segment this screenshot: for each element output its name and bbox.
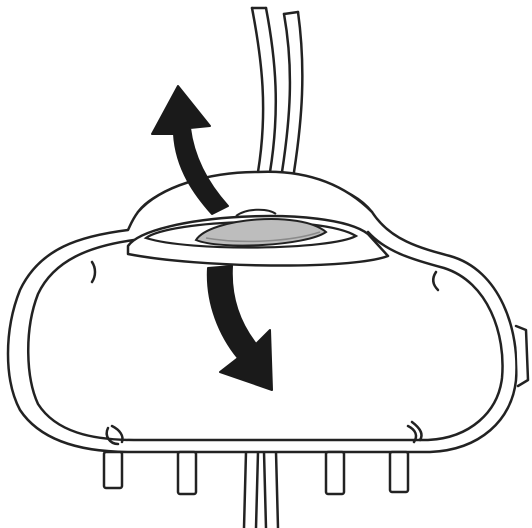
pouch-outer [6, 170, 518, 454]
pouch-inner [27, 230, 504, 442]
arrow-down-icon [206, 265, 273, 391]
right-tab [514, 324, 530, 388]
top-cords [250, 6, 304, 174]
bottom-loops [102, 450, 410, 528]
opening-window [126, 208, 390, 267]
arrow-up-icon [151, 85, 229, 215]
